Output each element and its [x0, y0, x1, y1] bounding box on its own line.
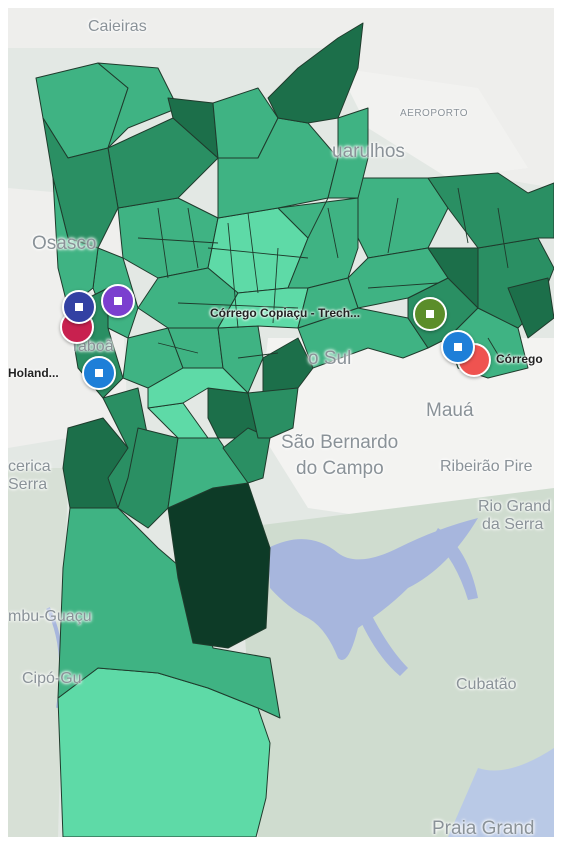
district-north-2 — [97, 62, 179, 149]
district-nw-2 — [52, 177, 99, 309]
marker-label-corrego: Córrego — [496, 352, 543, 366]
coast-south — [448, 748, 554, 837]
marker-west-purple[interactable] — [101, 284, 135, 318]
district-east-a — [297, 307, 429, 369]
map-svg — [8, 8, 554, 837]
marker-label-holand: Holand... — [8, 366, 59, 380]
district-east-f — [427, 172, 554, 249]
district-e-2 — [247, 387, 299, 439]
billings-reservoir — [268, 518, 478, 660]
district-north-7 — [327, 107, 369, 199]
place-label-praia-grande: Praia Grand — [432, 818, 535, 837]
urban-area-abc — [258, 338, 554, 528]
place-label-rio-grande: Rio Grand — [478, 498, 551, 515]
reservoir-arm-2 — [432, 528, 478, 600]
place-label-aeroporto: AEROPORTO — [400, 108, 469, 119]
place-label-cubatao: Cubatão — [456, 676, 517, 693]
district-center-6 — [297, 277, 359, 329]
map-canvas[interactable]: Caieiras AEROPORTO uarulhos Osasco Taboã… — [8, 8, 554, 837]
marker-west-blue[interactable] — [82, 356, 116, 390]
place-label-sul: o Sul — [308, 348, 352, 369]
district-east-h — [427, 247, 479, 309]
district-east-e — [347, 177, 449, 259]
place-label-cipo-guacu: Cipó-Gu — [22, 670, 82, 687]
vegetation-west — [8, 468, 68, 837]
place-label-do-campo: do Campo — [296, 458, 384, 479]
place-label-cerica: cerica — [8, 458, 51, 475]
place-label-da-serra: da Serra — [482, 516, 544, 533]
place-label-serra: Serra — [8, 476, 48, 493]
district-south-mid — [57, 507, 281, 719]
marker-east-blue[interactable] — [441, 330, 475, 364]
place-label-maua: Mauá — [426, 400, 474, 421]
district-north-peak — [267, 22, 364, 124]
marker-west-navy[interactable] — [62, 290, 96, 324]
place-label-sao-bernardo: São Bernardo — [281, 432, 399, 453]
place-label-osasco: Osasco — [32, 233, 97, 254]
place-label-ribeirao-pires: Ribeirão Pire — [440, 458, 533, 475]
district-center-1 — [117, 197, 219, 279]
marker-east-green[interactable] — [413, 297, 447, 331]
district-east-far — [507, 277, 554, 339]
place-label-embu-guacu: mbu-Guaçu — [8, 608, 92, 625]
district-borders — [137, 187, 509, 364]
urban-area-guarulhos — [338, 68, 528, 178]
place-label-guarulhos: uarulhos — [332, 141, 405, 162]
marker-label-copiacu: Córrego Copiaçu - Trech... — [210, 306, 361, 320]
district-e-1 — [262, 337, 314, 394]
place-label-caieiras: Caieiras — [88, 18, 147, 35]
reservoir-arm-1 — [360, 608, 408, 676]
